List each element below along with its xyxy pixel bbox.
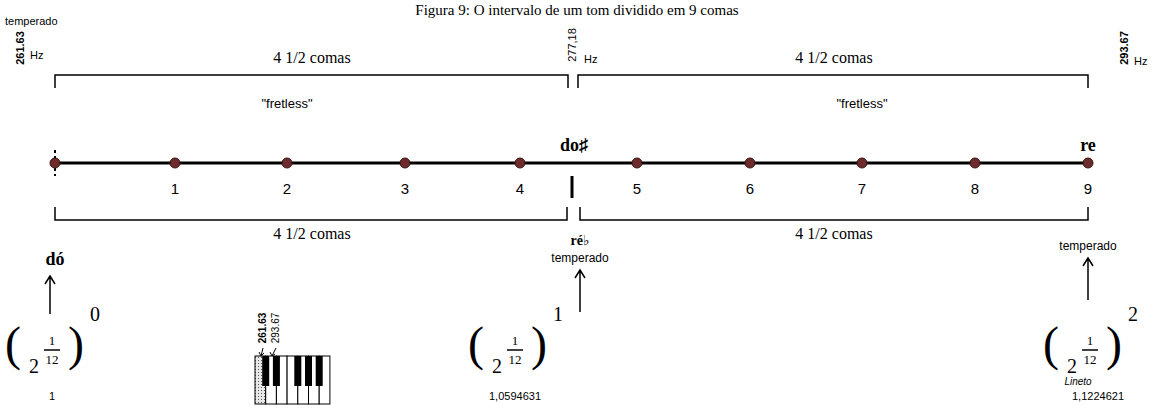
formula-base: 2 <box>1067 356 1077 376</box>
interval-label: 4 1/2 comas <box>795 226 872 242</box>
comma-number: 5 <box>633 181 641 196</box>
comma-dot <box>745 158 755 168</box>
interval-brackets <box>55 75 1088 220</box>
formula-paren: ( <box>468 320 484 368</box>
comma-dot <box>170 158 180 168</box>
exponent-denominator: 12 <box>509 353 522 366</box>
comma-dot <box>515 158 525 168</box>
formula-exponent: 0 <box>90 304 100 324</box>
black-key <box>273 356 280 386</box>
fretless-label: "fretless" <box>261 97 312 110</box>
fraction-bar <box>1082 349 1098 351</box>
comma-number: 8 <box>971 181 979 196</box>
comma-number: 6 <box>746 181 754 196</box>
black-key <box>262 356 269 386</box>
interval-label: 4 1/2 comas <box>273 226 350 242</box>
tuning-note: temperado <box>1059 240 1116 252</box>
black-key <box>305 356 312 386</box>
comma-dot <box>1083 158 1093 168</box>
exponent-denominator: 12 <box>46 353 59 366</box>
pointer-arrow <box>1083 258 1093 300</box>
semitone-tick <box>571 176 574 198</box>
unit-label: Hz <box>1134 56 1147 67</box>
key-pointers <box>259 348 276 356</box>
frequency-label: 293.67 <box>1119 31 1130 65</box>
frequency-label: 261.63 <box>15 31 26 65</box>
pointer-arrow <box>575 270 585 312</box>
interval-label: 4 1/2 comas <box>795 50 872 66</box>
note-name: re <box>1080 136 1096 154</box>
ratio-value: 1,0594631 <box>489 391 541 402</box>
top-bracket <box>578 75 1088 88</box>
black-key <box>294 356 301 386</box>
comma-dot <box>970 158 980 168</box>
formula-exponent: 1 <box>553 304 563 324</box>
exponent-denominator: 12 <box>1084 353 1097 366</box>
black-key <box>316 356 323 386</box>
exponent-numerator: 1 <box>49 334 56 347</box>
comma-dot <box>282 158 292 168</box>
bottom-bracket <box>580 207 1088 220</box>
comma-number: 1 <box>171 181 179 196</box>
interval-label: 4 1/2 comas <box>273 50 350 66</box>
caption-note: Lineto <box>1064 377 1091 387</box>
comma-dot <box>50 158 60 168</box>
fraction-bar <box>44 349 60 351</box>
note-name: ré♭ <box>570 234 589 248</box>
comma-dot <box>400 158 410 168</box>
comma-dot <box>632 158 642 168</box>
key-frequency: 293.67 <box>271 313 281 344</box>
tuning-note: temperado <box>5 16 58 27</box>
fraction-bars <box>44 349 1098 351</box>
ratio-value: 1 <box>49 391 55 402</box>
key-pointer <box>270 348 276 356</box>
key-frequency: 261.63 <box>258 313 268 344</box>
frequency-label: 277,18 <box>567 28 578 62</box>
comma-number: 9 <box>1084 181 1092 196</box>
formula-exponent: 2 <box>1128 304 1138 324</box>
formula-base: 2 <box>492 356 502 376</box>
top-bracket <box>55 75 568 88</box>
formula-paren: ) <box>1106 320 1122 368</box>
comma-number: 7 <box>858 181 866 196</box>
comma-number: 2 <box>283 181 291 196</box>
unit-label: Hz <box>30 50 43 61</box>
exponent-numerator: 1 <box>1087 334 1094 347</box>
comma-number: 3 <box>401 181 409 196</box>
formula-paren: ) <box>531 320 547 368</box>
piano-keyboard <box>255 356 330 404</box>
formula-base: 2 <box>29 356 39 376</box>
fretless-label: "fretless" <box>836 97 887 110</box>
key-pointer <box>259 348 264 356</box>
ratio-value: 1,1224621 <box>1072 391 1124 402</box>
formula-paren: ( <box>5 320 21 368</box>
note-name: dó <box>45 250 64 268</box>
comma-number: 4 <box>516 181 524 196</box>
exponent-numerator: 1 <box>512 334 519 347</box>
fraction-bar <box>507 349 523 351</box>
pointer-arrows <box>45 258 1093 314</box>
formula-paren: ( <box>1043 320 1059 368</box>
tuning-note: temperado <box>551 252 608 264</box>
pointer-arrow <box>45 276 55 314</box>
bottom-bracket <box>55 207 567 220</box>
tone-line <box>55 162 1088 165</box>
unit-label: Hz <box>584 54 597 65</box>
note-name: do♯ <box>560 136 588 154</box>
figure-title: Figura 9: O intervalo de um tom dividido… <box>415 3 738 18</box>
comma-dots <box>50 158 1093 168</box>
formula-paren: ) <box>68 320 84 368</box>
comma-dot <box>857 158 867 168</box>
